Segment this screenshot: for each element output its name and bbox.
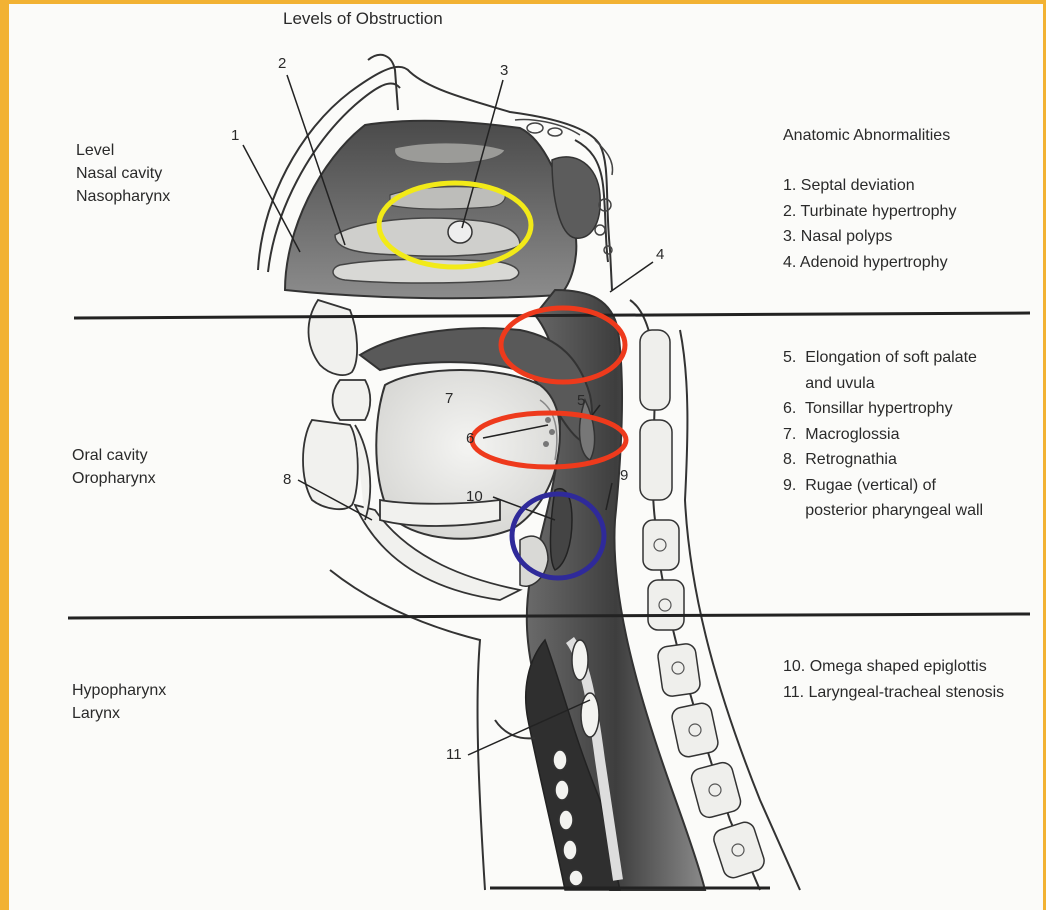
marker-6: 6: [466, 430, 474, 447]
level-larynx: Larynx: [72, 704, 120, 724]
level-nasal-cavity: Nasal cavity: [76, 164, 162, 184]
abnormality-item: 3. Nasal polyps: [783, 224, 956, 250]
abnormality-item: 4. Adenoid hypertrophy: [783, 250, 956, 276]
abnormality-item: 11. Laryngeal-tracheal stenosis: [783, 680, 1004, 706]
abnormality-item: and uvula: [783, 371, 983, 397]
marker-4: 4: [656, 246, 664, 263]
abnormalities-list-nasal: 1. Septal deviation 2. Turbinate hypertr…: [783, 173, 956, 275]
marker-5: 5: [577, 392, 585, 409]
abnormality-item: 7. Macroglossia: [783, 422, 983, 448]
abnormality-item: 9. Rugae (vertical) of: [783, 473, 983, 499]
abnormalities-list-oral: 5. Elongation of soft palate and uvula 6…: [783, 345, 983, 524]
marker-11: 11: [446, 746, 462, 763]
abnormality-item: 5. Elongation of soft palate: [783, 345, 983, 371]
marker-9: 9: [620, 467, 628, 484]
abnormality-item: 1. Septal deviation: [783, 173, 956, 199]
marker-8: 8: [283, 471, 291, 488]
diagram-title: Levels of Obstruction: [283, 9, 443, 29]
marker-2: 2: [278, 55, 286, 72]
abnormality-item: posterior pharyngeal wall: [783, 498, 983, 524]
marker-1: 1: [231, 127, 239, 144]
level-hypopharynx: Hypopharynx: [72, 681, 166, 701]
abnormality-item: 8. Retrognathia: [783, 447, 983, 473]
abnormalities-list-hypopharynx: 10. Omega shaped epiglottis 11. Laryngea…: [783, 654, 1004, 705]
marker-3: 3: [500, 62, 508, 79]
abnormality-item: 10. Omega shaped epiglottis: [783, 654, 1004, 680]
level-nasopharynx: Nasopharynx: [76, 187, 170, 207]
abnormalities-heading: Anatomic Abnormalities: [783, 126, 950, 146]
marker-10: 10: [466, 488, 483, 505]
abnormality-item: 2. Turbinate hypertrophy: [783, 199, 956, 225]
level-oral-cavity: Oral cavity: [72, 446, 148, 466]
abnormality-item: 6. Tonsillar hypertrophy: [783, 396, 983, 422]
level-oropharynx: Oropharynx: [72, 469, 156, 489]
marker-7: 7: [445, 390, 453, 407]
level-heading: Level: [76, 141, 114, 161]
